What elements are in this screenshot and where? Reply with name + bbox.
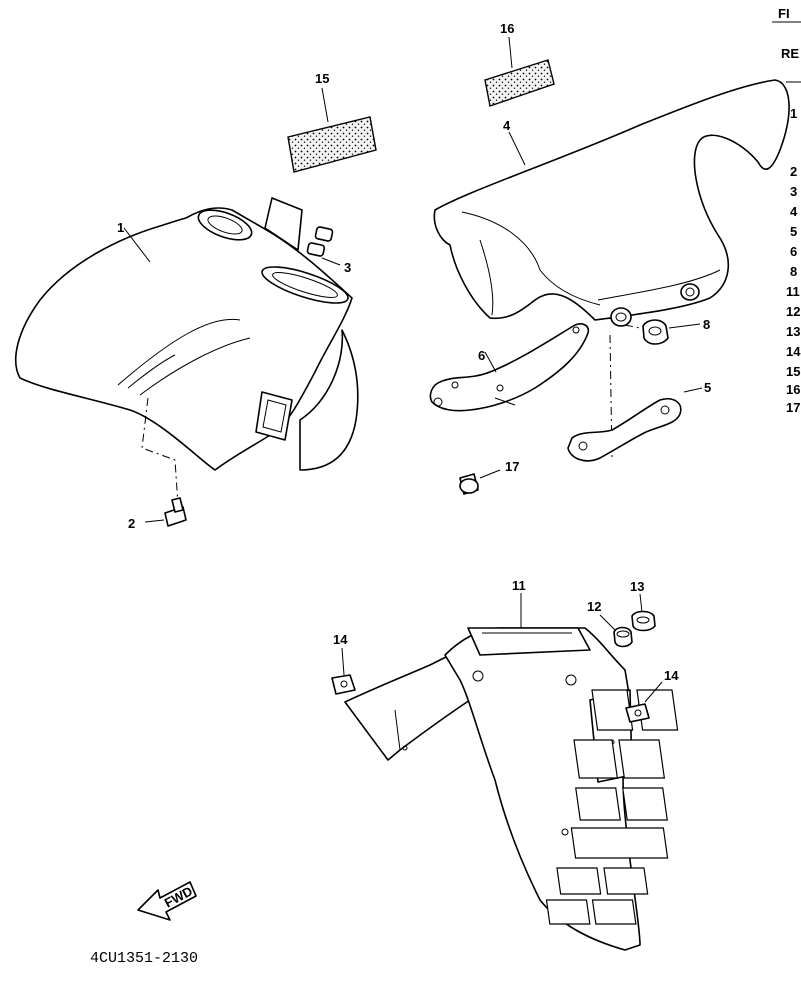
part-2-bolt: 2: [128, 497, 187, 531]
ref-item-15: 15: [786, 364, 800, 379]
part-14-nut-right: 14: [625, 668, 679, 723]
callout-1: 1: [117, 220, 124, 235]
part-11-rear-fender: 11: [344, 578, 679, 951]
ref-item-1: 1: [790, 106, 797, 121]
callout-12: 12: [587, 599, 601, 614]
fwd-label: FWD: [162, 883, 195, 910]
part-8-grommet: 8: [642, 317, 710, 345]
part-12-collar: 12: [587, 599, 633, 648]
part-6-bracket: 6: [429, 323, 590, 412]
part-17-screw: 17: [459, 459, 519, 495]
ref-item-17: 17: [786, 400, 800, 415]
ref-header-ref: RE: [781, 46, 799, 61]
callout-13: 13: [630, 579, 644, 594]
part-3-collar: 3: [306, 226, 351, 275]
part-13-grommet: 13: [630, 579, 656, 632]
ref-item-6: 6: [790, 244, 797, 259]
ref-item-16: 16: [786, 382, 800, 397]
callout-15: 15: [315, 71, 329, 86]
ref-item-13: 13: [786, 324, 800, 339]
part-16-label: 16: [484, 21, 555, 107]
part-14-nut-left: 14: [331, 632, 356, 695]
ref-item-4: 4: [790, 204, 798, 219]
ref-item-12: 12: [786, 304, 800, 319]
callout-3: 3: [344, 260, 351, 275]
drawing-code: 4CU1351-2130: [90, 950, 198, 967]
callout-14-right: 14: [664, 668, 679, 683]
callout-5: 5: [704, 380, 711, 395]
ref-item-3: 3: [790, 184, 797, 199]
ref-header-fig: FI: [778, 6, 790, 21]
part-5-stay: 5: [567, 380, 711, 462]
part-1-front-fender: 1: [14, 197, 359, 506]
fwd-arrow-icon: FWD: [137, 881, 197, 921]
callout-8: 8: [703, 317, 710, 332]
callout-14-left: 14: [333, 632, 348, 647]
ref-item-5: 5: [790, 224, 797, 239]
callout-2: 2: [128, 516, 135, 531]
part-15-label: 15: [287, 71, 377, 173]
ref-item-8: 8: [790, 264, 797, 279]
callout-17: 17: [505, 459, 519, 474]
callout-16: 16: [500, 21, 514, 36]
ref-item-14: 14: [786, 344, 801, 359]
ref-item-11: 11: [786, 284, 800, 299]
part-4-seat-cowl: 4: [433, 79, 790, 327]
reference-column: FI RE 1 2 3 4 5 6 8 11 12 13 14 15 16 17: [772, 6, 801, 415]
callout-4: 4: [503, 118, 511, 133]
callout-11: 11: [512, 578, 526, 593]
callout-6: 6: [478, 348, 485, 363]
ref-item-2: 2: [790, 164, 797, 179]
